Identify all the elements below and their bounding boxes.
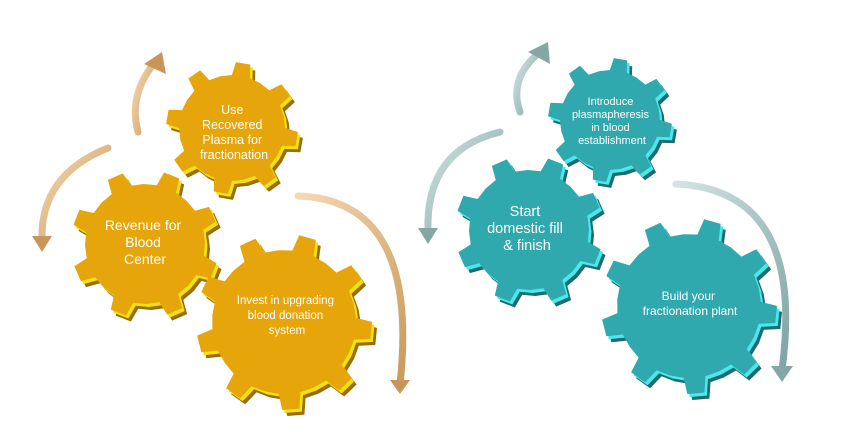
arrowhead-left-icon <box>418 228 438 244</box>
gear-label-introduce-plasmapheresis: Introduce plasmapheresis in blood establ… <box>572 96 652 147</box>
arrowhead-up-icon <box>528 42 550 64</box>
gear-face <box>602 219 777 394</box>
arrowhead-right-icon <box>771 366 793 382</box>
right-gear-group: Introduce plasmapheresis in blood establ… <box>418 42 793 400</box>
gear-face <box>166 62 298 194</box>
gear-face <box>73 172 217 316</box>
arrowhead-left-icon <box>32 236 52 252</box>
arrowhead-up-icon <box>144 52 166 74</box>
gear-invest-in-upgrading <box>197 235 377 416</box>
arrow-left-down-icon <box>38 144 112 244</box>
arrowhead-right-icon <box>390 380 410 394</box>
arrow-up-icon <box>513 48 544 116</box>
gear-face <box>457 158 601 302</box>
gear-start-domestic-fill-finish <box>457 158 606 308</box>
right-cycle-arrows <box>424 48 790 374</box>
gear-face <box>197 235 372 410</box>
gear-label-use-recovered-plasma: Use Recovered Plasma for fractionation <box>200 103 268 162</box>
arrow-up-icon <box>131 58 159 136</box>
gear-revenue-for-blood-center <box>73 172 222 322</box>
gear-introduce-plasmapheresis <box>548 58 677 188</box>
arrow-right-down-icon <box>672 180 790 374</box>
arrow-left-down-icon <box>424 128 504 236</box>
gear-label-build-fractionation-plant: Build your fractionation plant <box>643 289 738 318</box>
left-cycle-arrows <box>38 58 407 388</box>
gear-use-recovered-plasma <box>166 62 303 200</box>
gear-build-fractionation-plant <box>602 219 782 400</box>
gear-label-start-domestic-fill-finish: Start domestic fill & finish <box>487 204 567 254</box>
gear-face <box>548 58 672 182</box>
gear-label-revenue-for-blood-center: Revenue for Blood Center <box>105 217 185 267</box>
arrow-right-down-icon <box>294 192 407 388</box>
left-gear-group: Use Recovered Plasma for fractionation R… <box>32 52 410 416</box>
gear-label-invest-in-upgrading: Invest in upgrading blood donation syste… <box>237 295 337 337</box>
